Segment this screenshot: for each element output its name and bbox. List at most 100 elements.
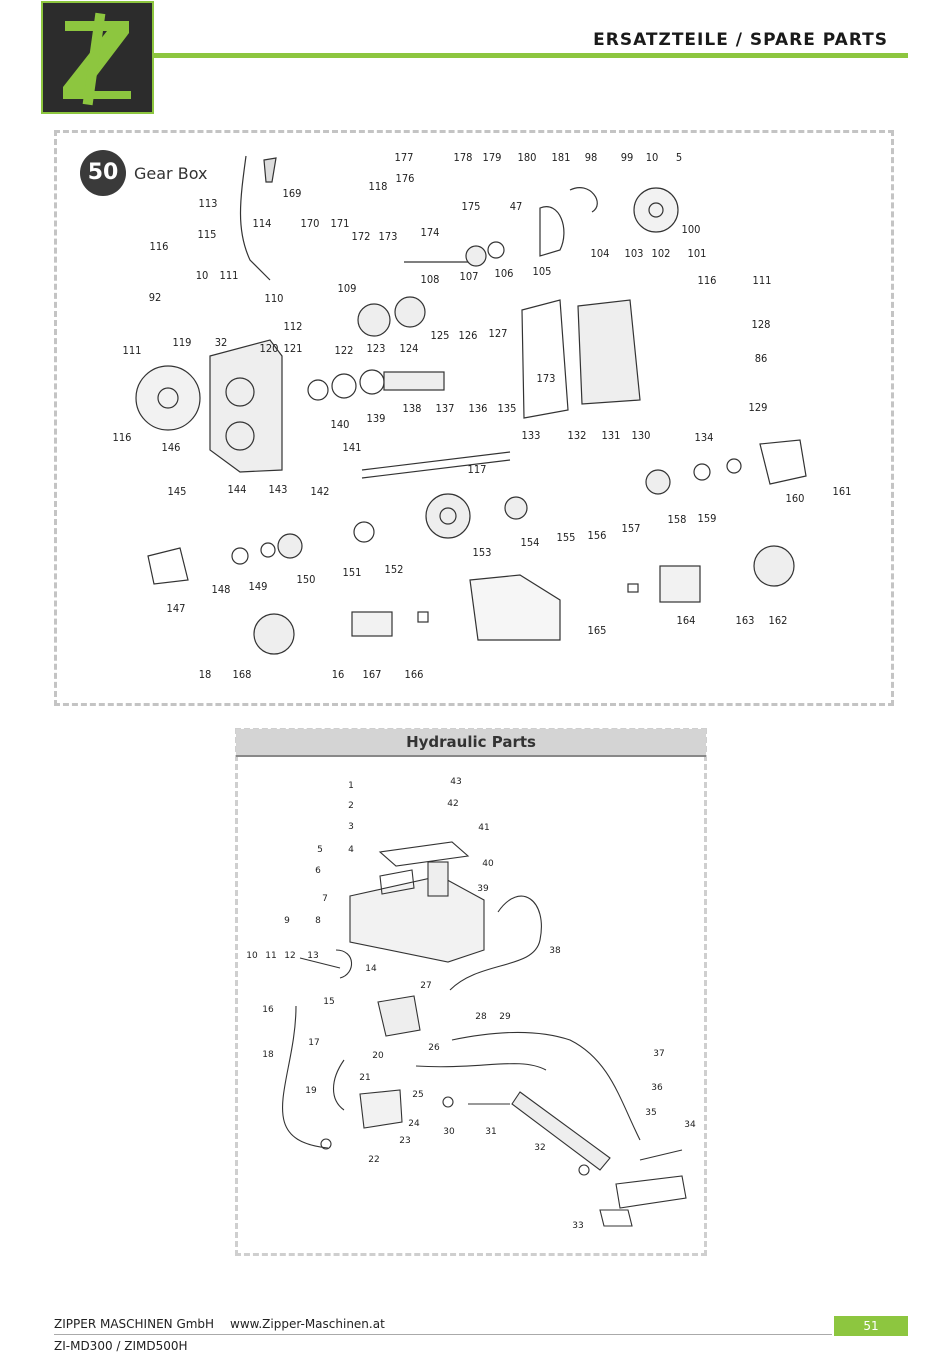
hydraulic-callout: 40	[482, 859, 494, 869]
gearbox-callout: 169	[283, 187, 302, 200]
gearbox-callout: 103	[625, 247, 644, 260]
gearbox-callout: 131	[602, 429, 621, 442]
gearbox-callout: 152	[385, 563, 404, 576]
hydraulic-callout: 35	[645, 1108, 656, 1118]
gearbox-callout: 153	[473, 546, 492, 559]
gearbox-callout: 115	[198, 228, 217, 241]
gearbox-callout: 104	[591, 247, 610, 260]
gearbox-callout: 134	[695, 431, 714, 444]
gearbox-callout: 99	[621, 151, 634, 164]
hydraulic-callout: 26	[428, 1043, 440, 1053]
hydraulic-callout: 28	[475, 1012, 487, 1022]
hydraulic-callout: 1	[348, 781, 354, 791]
hydraulic-callout: 20	[372, 1051, 384, 1061]
hydraulic-callout: 16	[262, 1005, 274, 1015]
gearbox-callout: 145	[168, 485, 187, 498]
gearbox-callout: 157	[622, 522, 641, 535]
hydraulic-callout: 12	[284, 951, 295, 961]
gearbox-callout: 164	[677, 614, 696, 627]
hydraulic-callout: 33	[572, 1221, 583, 1231]
hydraulic-callout: 36	[651, 1083, 663, 1093]
gearbox-callout: 126	[459, 329, 478, 342]
gearbox-callout: 125	[431, 329, 450, 342]
hydraulic-callout: 37	[653, 1049, 664, 1059]
footer-model: ZI-MD300 / ZIMD500H	[54, 1339, 188, 1353]
gearbox-callout: 146	[162, 441, 181, 454]
gearbox-callout: 136	[469, 402, 488, 415]
gearbox-callout: 140	[331, 418, 350, 431]
hydraulic-callout: 31	[485, 1127, 496, 1137]
gearbox-callout: 135	[498, 402, 517, 415]
footer-rule	[54, 1334, 832, 1335]
gearbox-callout: 144	[228, 483, 247, 496]
gearbox-callout: 123	[367, 342, 386, 355]
gearbox-callout: 16	[332, 668, 345, 681]
gearbox-callout: 128	[752, 318, 771, 331]
hydraulic-callout: 27	[420, 981, 431, 991]
gearbox-callout: 173	[379, 230, 398, 243]
gearbox-callout: 101	[688, 247, 707, 260]
hydraulic-callout: 29	[499, 1012, 511, 1022]
hydraulic-callout: 9	[284, 916, 290, 926]
hydraulic-section-title: Hydraulic Parts	[236, 729, 706, 757]
gearbox-callout: 119	[173, 336, 192, 349]
gearbox-callout: 109	[338, 282, 357, 295]
gearbox-callout: 159	[698, 512, 717, 525]
gearbox-callout: 102	[652, 247, 671, 260]
gearbox-callout: 141	[343, 441, 362, 454]
gearbox-callout: 107	[460, 270, 479, 283]
gearbox-callout: 168	[233, 668, 252, 681]
gearbox-callout: 172	[352, 230, 371, 243]
hydraulic-callout: 22	[368, 1155, 379, 1165]
gearbox-callout: 92	[149, 291, 162, 304]
gearbox-callout: 175	[462, 200, 481, 213]
gearbox-callout: 155	[557, 531, 576, 544]
hydraulic-callout: 42	[447, 799, 458, 809]
gearbox-callout: 47	[510, 200, 523, 213]
hydraulic-callout: 2	[348, 801, 354, 811]
gearbox-callout: 116	[698, 274, 717, 287]
hydraulic-callout: 14	[365, 964, 377, 974]
gearbox-callout: 176	[396, 172, 415, 185]
gearbox-diagram-frame	[54, 130, 894, 706]
gearbox-callout: 122	[335, 344, 354, 357]
gearbox-callout: 170	[301, 217, 320, 230]
gearbox-callout: 124	[400, 342, 419, 355]
page-title: ERSATZTEILE / SPARE PARTS	[593, 30, 888, 50]
gearbox-callout: 5	[676, 151, 682, 164]
footer-website-link[interactable]: www.Zipper-Maschinen.at	[230, 1317, 385, 1331]
gearbox-callout: 181	[552, 151, 571, 164]
gearbox-callout: 166	[405, 668, 424, 681]
gearbox-callout: 174	[421, 226, 440, 239]
gearbox-callout: 121	[284, 342, 303, 355]
gearbox-callout: 114	[253, 217, 272, 230]
gearbox-callout: 129	[749, 401, 768, 414]
gearbox-section-title: Gear Box	[134, 164, 208, 183]
gearbox-callout: 111	[123, 344, 142, 357]
gearbox-callout: 18	[199, 668, 212, 681]
gearbox-callout: 151	[343, 566, 362, 579]
hydraulic-callout: 25	[412, 1090, 423, 1100]
gearbox-section-badge: 50	[80, 150, 126, 196]
gearbox-callout: 138	[403, 402, 422, 415]
gearbox-callout: 167	[363, 668, 382, 681]
gearbox-callout: 173	[537, 372, 556, 385]
gearbox-callout: 106	[495, 267, 514, 280]
hydraulic-callout: 43	[450, 777, 461, 787]
gearbox-callout: 112	[284, 320, 303, 333]
gearbox-callout: 179	[483, 151, 502, 164]
gearbox-callout: 10	[196, 269, 209, 282]
gearbox-callout: 137	[436, 402, 455, 415]
gearbox-callout: 142	[311, 485, 330, 498]
gearbox-callout: 147	[167, 602, 186, 615]
gearbox-callout: 171	[331, 217, 350, 230]
gearbox-callout: 161	[833, 485, 852, 498]
gearbox-callout: 150	[297, 573, 316, 586]
gearbox-callout: 116	[150, 240, 169, 253]
gearbox-callout: 178	[454, 151, 473, 164]
gearbox-callout: 32	[215, 336, 228, 349]
gearbox-callout: 108	[421, 273, 440, 286]
gearbox-callout: 143	[269, 483, 288, 496]
